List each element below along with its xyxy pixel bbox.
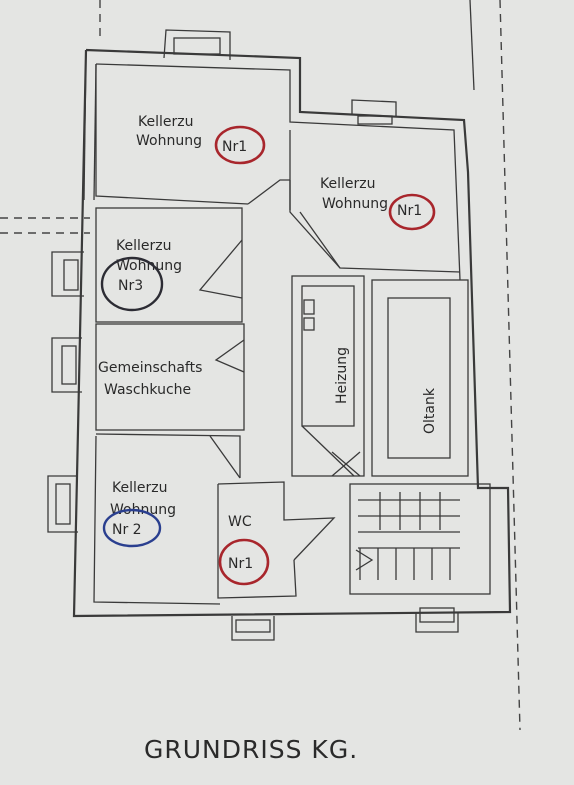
room-label-line1: Kellerzu [116, 238, 171, 254]
left-rooms [93, 207, 245, 605]
room-number-circle-blue [102, 508, 162, 548]
room-label-oltank: Oltank [422, 387, 438, 434]
room-label-line1: WC [228, 514, 252, 530]
room-label-line2: Wohnung [116, 258, 182, 274]
window-wells [47, 29, 459, 641]
room-label-line1: Kellerzu [138, 114, 193, 130]
room-number-circle-red [218, 538, 270, 586]
room-keller-nr1-right [289, 130, 461, 273]
staircase [349, 483, 491, 595]
room-number-label: Nr1 [222, 139, 247, 155]
drawing-title: GRUNDRISS KG. [144, 735, 358, 764]
room-number-label: Nr1 [228, 556, 253, 572]
sheet-border-line [499, 0, 521, 731]
room-label-line2: Wohnung [110, 502, 176, 518]
room-label-line1: Kellerzu [112, 480, 167, 496]
room-number-circle-dark [100, 256, 164, 312]
room-label-line1: Kellerzu [320, 176, 375, 192]
room-label-heizung: Heizung [334, 347, 350, 404]
room-oltank [371, 279, 469, 477]
room-number-label: Nr3 [118, 278, 143, 294]
room-heizung [291, 275, 365, 477]
room-number-circle-red [214, 125, 266, 165]
room-number-label: Nr 2 [112, 522, 142, 538]
room-label-line1: Gemeinschafts [98, 360, 202, 376]
room-wc [217, 481, 336, 599]
room-number-label: Nr1 [397, 203, 422, 219]
room-label-line2: Waschkuche [104, 382, 191, 398]
sheet-border-line [469, 0, 475, 91]
room-label-line2: Wohnung [136, 133, 202, 149]
room-number-circle-red [388, 193, 436, 231]
room-label-line2: Wohnung [322, 196, 388, 212]
